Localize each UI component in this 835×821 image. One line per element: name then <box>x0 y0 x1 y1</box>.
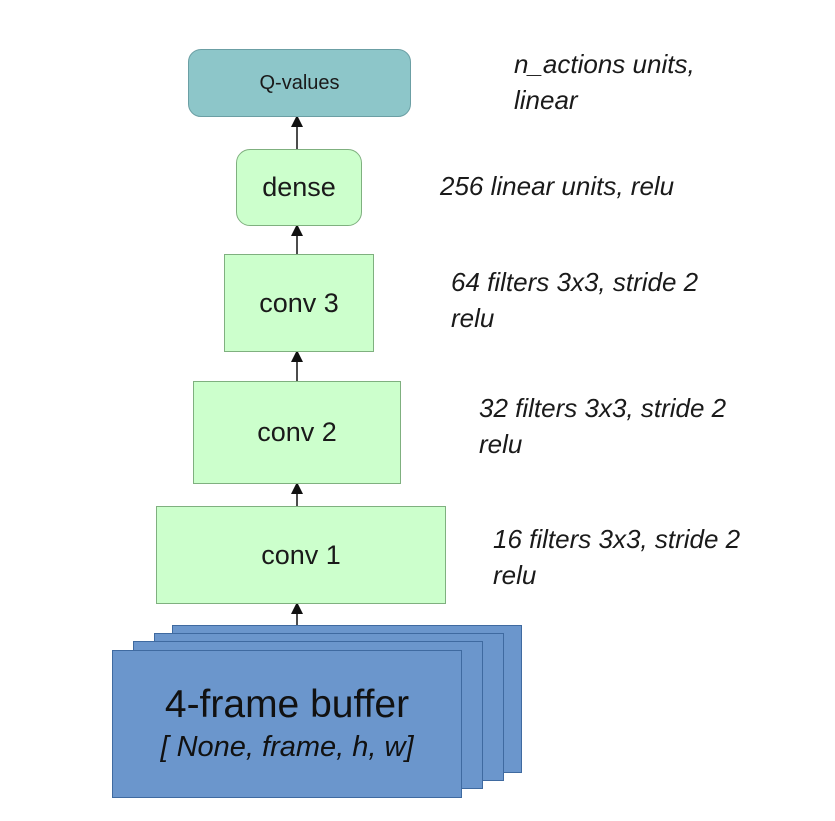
conv2-note-line-1: 32 filters 3x3, stride 2 <box>479 393 727 423</box>
conv3-note-line-1: 64 filters 3x3, stride 2 <box>451 267 699 297</box>
conv3-node: conv 3 <box>224 254 374 352</box>
qvalues-node: Q-values <box>188 49 411 117</box>
conv2-node: conv 2 <box>193 381 401 484</box>
input-buffer-title: 4-frame buffer <box>164 683 410 727</box>
dense-node: dense <box>236 149 362 226</box>
qvalues-label: Q-values <box>259 71 340 94</box>
dense-note-line-1: 256 linear units, relu <box>440 171 675 201</box>
conv2-note: 32 filters 3x3, stride 2 relu <box>479 390 726 462</box>
conv2-note-line-2: relu <box>479 429 523 459</box>
input-buffer-node: 4-frame buffer [ None, frame, h, w] <box>112 650 462 798</box>
conv1-label: conv 1 <box>261 539 341 570</box>
qvalues-note-line-1: n_actions units, <box>514 49 695 79</box>
conv2-label: conv 2 <box>257 417 337 447</box>
input-buffer-shape: [ None, frame, h, w] <box>160 730 414 763</box>
conv1-note-line-1: 16 filters 3x3, stride 2 <box>493 524 741 554</box>
dense-note: 256 linear units, relu <box>440 168 674 204</box>
qvalues-note: n_actions units, linear <box>514 46 695 118</box>
dense-label: dense <box>262 172 336 202</box>
conv3-note-line-2: relu <box>451 303 495 333</box>
conv3-note: 64 filters 3x3, stride 2 relu <box>451 264 698 336</box>
conv1-note: 16 filters 3x3, stride 2 relu <box>493 521 740 593</box>
qvalues-note-line-2: linear <box>514 85 578 115</box>
conv3-label: conv 3 <box>259 287 339 318</box>
conv1-node: conv 1 <box>156 506 446 604</box>
conv1-note-line-2: relu <box>493 560 537 590</box>
